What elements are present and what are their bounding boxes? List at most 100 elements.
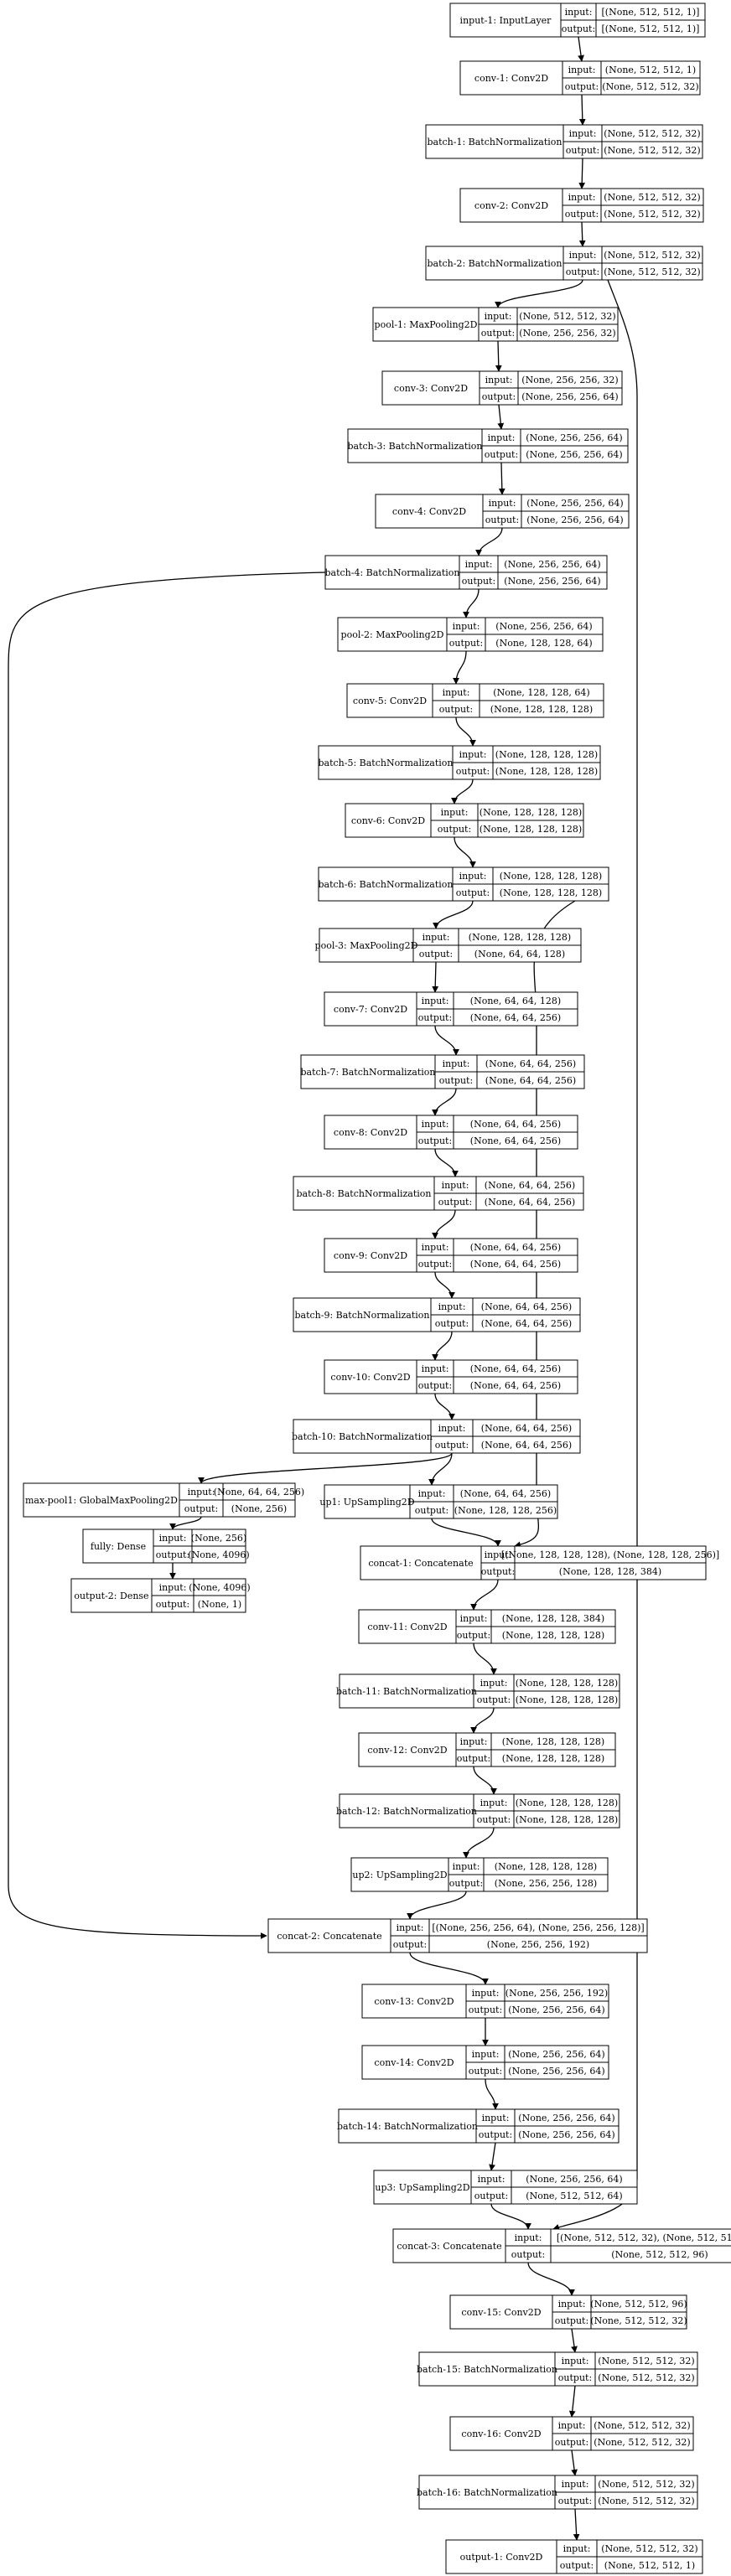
edge-max-pool1-to-fully — [169, 1516, 202, 1530]
input-shape: (None, 64, 64, 128) — [470, 996, 561, 1006]
input-shape: (None, 512, 512, 1) — [605, 65, 696, 75]
input-port-label: input: — [459, 871, 487, 882]
input-shape: (None, 512, 512, 32) — [604, 250, 700, 261]
output-port-label: output: — [562, 23, 595, 34]
output-shape: (None, 256, 256, 64) — [526, 515, 623, 525]
layer-name: up1: UpSampling2D — [319, 1497, 414, 1508]
output-port-label: output: — [555, 2437, 588, 2448]
output-shape: (None, 64, 64, 256) — [470, 1012, 561, 1023]
input-shape: (None, 64, 64, 256) — [485, 1058, 576, 1069]
layer-name: batch-1: BatchNormalization — [427, 137, 562, 147]
output-shape: (None, 64, 64, 256) — [470, 1135, 561, 1146]
input-shape: (None, 128, 128, 128) — [516, 1678, 618, 1689]
output-shape: (None, 128, 128, 128) — [480, 824, 582, 835]
input-port-label: input: — [460, 1613, 488, 1624]
input-shape: (None, 512, 512, 32) — [604, 128, 700, 139]
output-shape: (None, 64, 64, 256) — [485, 1197, 575, 1208]
output-shape: (None, 512, 512, 32) — [598, 2496, 694, 2506]
output-shape: (None, 512, 512, 32) — [604, 209, 700, 220]
output-port-label: output: — [435, 1318, 469, 1329]
output-shape: (None, 256, 256, 64) — [526, 449, 622, 460]
layer-name: batch-10: BatchNormalization — [292, 1431, 433, 1442]
layer-name: up3: UpSampling2D — [375, 2182, 469, 2193]
output-port-label: output: — [558, 2496, 592, 2506]
layer-node-batch-8: batch-8: BatchNormalizationinput:output:… — [293, 1176, 584, 1211]
layer-name: conv-4: Conv2D — [392, 506, 466, 517]
layer-name: batch-9: BatchNormalization — [294, 1310, 429, 1321]
output-shape: (None, 256, 256, 64) — [504, 576, 600, 587]
input-shape: (None, 256, 256, 64) — [526, 498, 623, 509]
layer-name: output-2: Dense — [74, 1591, 148, 1601]
input-port-label: input: — [565, 7, 593, 18]
edge-batch-7-to-conv-8 — [432, 1088, 457, 1116]
layer-name: batch-12: BatchNormalization — [336, 1806, 477, 1817]
input-port-label: input: — [438, 1423, 466, 1434]
input-port-label: input: — [478, 2174, 505, 2185]
output-shape: (None, 64, 64, 256) — [481, 1440, 572, 1451]
output-port-label: output: — [456, 766, 490, 777]
edge-conv-9-to-batch-9 — [434, 1271, 455, 1299]
input-port-label: input: — [480, 1798, 508, 1808]
layer-node-concat-3: concat-3: Concatenateinput:output:[(None… — [392, 2228, 731, 2263]
layer-node-batch-9: batch-9: BatchNormalizationinput:output:… — [293, 1297, 581, 1332]
edge-batch-2-to-concat-3 — [552, 279, 638, 2231]
layer-name: input-1: InputLayer — [460, 15, 552, 26]
edge-batch-1-to-conv-2 — [578, 158, 586, 189]
output-port-label: output: — [457, 1630, 490, 1641]
input-shape: (None, 64, 64, 256) — [460, 1488, 551, 1499]
layer-name: conv-8: Conv2D — [334, 1127, 407, 1138]
layer-name: batch-3: BatchNormalization — [347, 441, 482, 452]
input-shape: (None, 256, 256, 64) — [495, 621, 592, 632]
output-shape: (None, 256, 256, 64) — [508, 2066, 604, 2077]
edge-batch-11-to-conv-12 — [470, 1707, 495, 1734]
edge-conv-8-to-batch-8 — [434, 1148, 459, 1177]
output-shape: (None, 128, 128, 128) — [502, 1630, 604, 1641]
output-port-label: output: — [462, 576, 495, 587]
layer-name: conv-2: Conv2D — [474, 200, 548, 211]
input-port-label: input: — [441, 807, 469, 818]
output-shape: (None, 512, 512, 32) — [604, 266, 700, 277]
input-shape: (None, 64, 64, 256) — [470, 1363, 561, 1374]
input-port-label: input: — [459, 749, 487, 760]
edge-batch-12-to-up2 — [463, 1827, 495, 1859]
input-port-label: input: — [482, 2113, 510, 2123]
edge-batch-4-to-concat-2 — [8, 572, 326, 1939]
output-port-label: output: — [418, 1259, 452, 1270]
layer-node-batch-14: batch-14: BatchNormalizationinput:output… — [337, 2108, 620, 2144]
input-shape: (None, 256, 256, 32) — [521, 375, 618, 385]
layer-node-batch-15: batch-15: BatchNormalizationinput:output… — [417, 2351, 698, 2387]
input-port-label: input: — [472, 1988, 500, 1999]
layer-name: batch-4: BatchNormalization — [324, 567, 459, 578]
input-shape: (None, 64, 64, 256) — [470, 1119, 561, 1130]
output-port-label: output: — [418, 1012, 452, 1023]
layer-node-batch-5: batch-5: BatchNormalizationinput:output:… — [318, 745, 601, 780]
input-shape: [(None, 512, 512, 1)] — [602, 7, 700, 18]
input-shape: (None, 256, 256, 64) — [508, 2049, 604, 2060]
output-port-label: output: — [184, 1503, 218, 1514]
input-port-label: input: — [460, 1736, 488, 1747]
input-port-label: input: — [443, 1058, 470, 1069]
layer-name: batch-14: BatchNormalization — [337, 2121, 478, 2132]
input-port-label: input: — [423, 932, 450, 943]
input-port-label: input: — [442, 1180, 469, 1191]
input-port-label: input: — [485, 375, 513, 385]
edge-conv-12-to-batch-12 — [473, 1766, 497, 1795]
layer-name: batch-16: BatchNormalization — [417, 2487, 557, 2498]
output-port-label: output: — [449, 638, 483, 649]
output-port-label: output: — [555, 2315, 588, 2326]
input-port-label: input: — [485, 1549, 512, 1560]
layer-name: batch-6: BatchNormalization — [318, 879, 453, 890]
input-shape: (None, 512, 512, 32) — [604, 192, 700, 203]
edge-batch-2-to-pool-1 — [495, 279, 583, 308]
output-port-label: output: — [477, 1814, 511, 1825]
layer-name: conv-14: Conv2D — [374, 2057, 454, 2068]
